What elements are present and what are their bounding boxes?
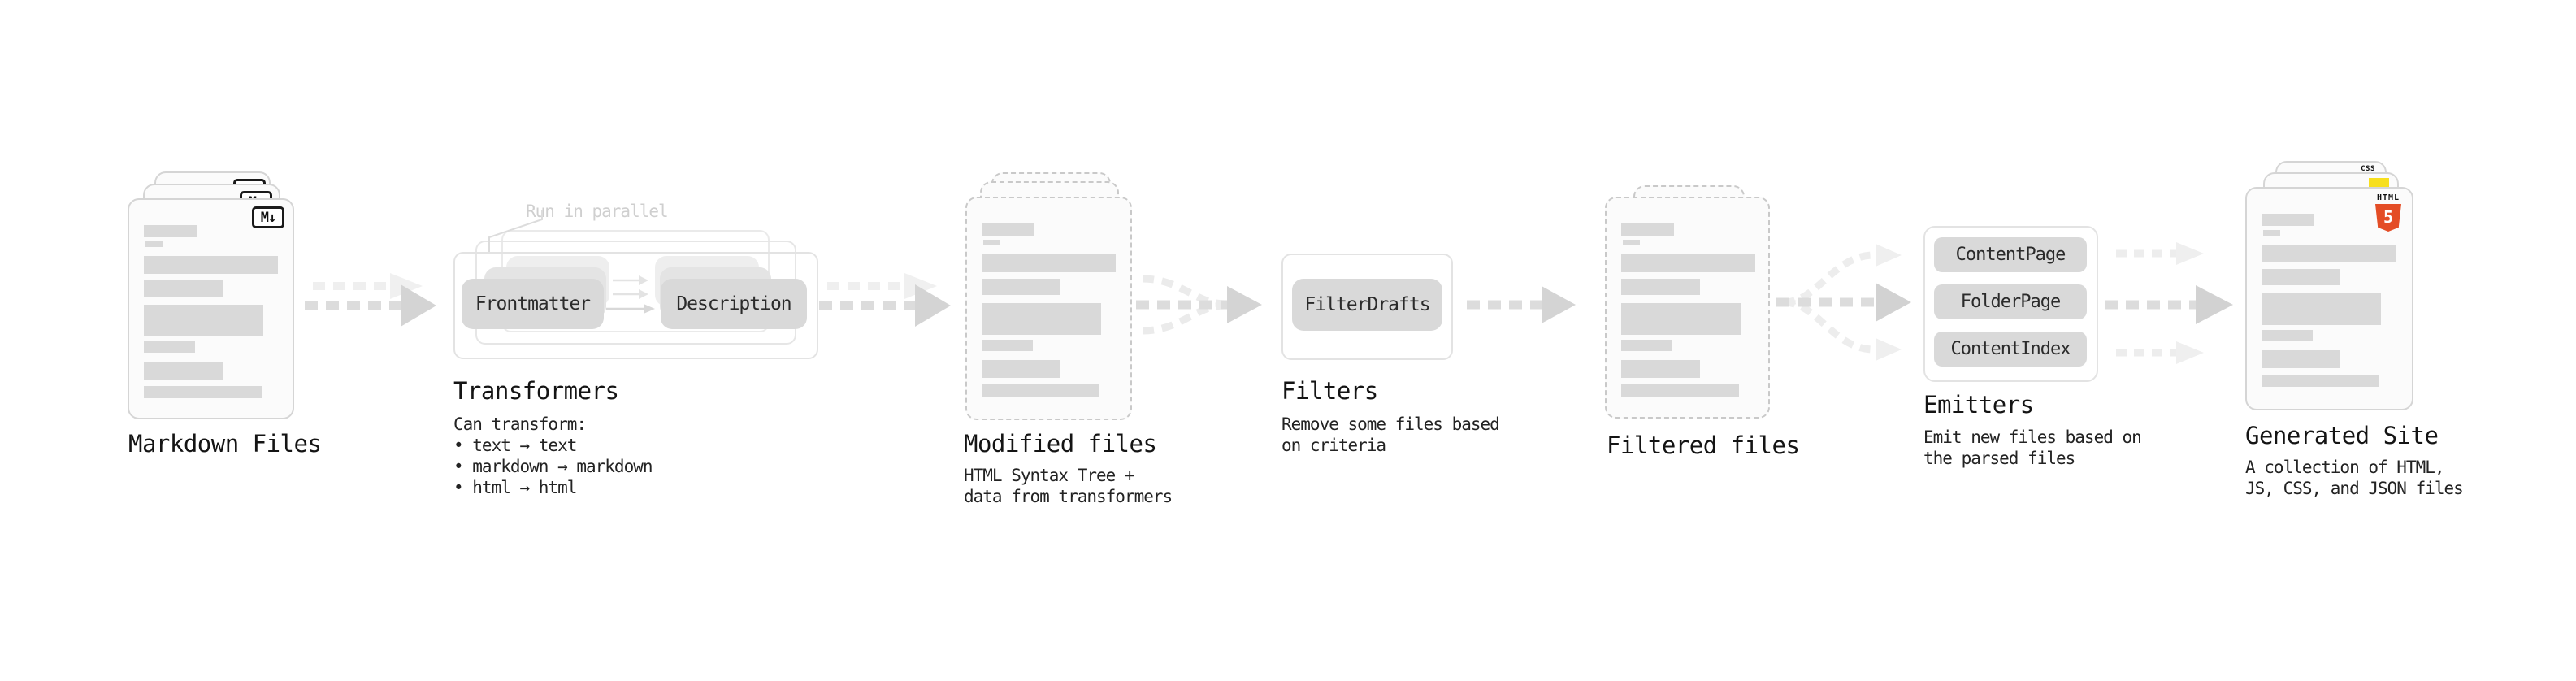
stage-label-emitters: Emitters: [1923, 391, 2034, 419]
markdown-icon: M↓: [252, 206, 284, 228]
transformer-box-front: [453, 252, 818, 359]
description-pill: Description: [661, 279, 807, 329]
emitters-box: [1923, 226, 2098, 382]
document-text-placeholder: [129, 200, 293, 418]
frontmatter-pill: Frontmatter: [462, 279, 604, 329]
folderpage-pill: FolderPage: [1934, 284, 2087, 319]
modified-file-card-front: [965, 197, 1132, 420]
stage-label-filtered-files: Filtered files: [1607, 432, 1800, 459]
stage-label-generated-site: Generated Site: [2245, 422, 2439, 449]
arrow-markdown-to-transformers: [305, 273, 436, 327]
run-in-parallel-annotation: Run in parallel: [526, 202, 669, 221]
arrow-filters-to-filtered: [1467, 286, 1576, 323]
contentindex-pill: ContentIndex: [1934, 332, 2087, 367]
filterdrafts-pill: FilterDrafts: [1292, 279, 1442, 331]
stage-label-markdown-files: Markdown Files: [128, 430, 322, 458]
stage-desc-modified-files: HTML Syntax Tree + data from transformer…: [964, 466, 1173, 506]
html5-icon: HTML 5: [2374, 194, 2402, 232]
stage-desc-transformers: Can transform: • text → text • markdown …: [453, 414, 653, 497]
stage-label-filters: Filters: [1281, 377, 1378, 405]
stage-desc-generated-site: A collection of HTML, JS, CSS, and JSON …: [2245, 458, 2464, 498]
arrow-transformers-to-modified: [819, 273, 951, 327]
arrow-frontmatter-to-description: [606, 275, 655, 314]
document-text-placeholder: [967, 198, 1130, 419]
arrow-modified-to-filters: [1136, 275, 1262, 335]
stage-desc-emitters: Emit new files based on the parsed files: [1923, 427, 2142, 468]
arrow-filtered-to-emitters: [1776, 244, 1911, 361]
filters-box: [1281, 254, 1453, 360]
stage-label-modified-files: Modified files: [964, 430, 1157, 458]
arrow-emitters-to-generated: [2105, 242, 2233, 364]
annotation-callout-line: [488, 210, 543, 252]
generated-file-card-html: HTML 5: [2245, 187, 2413, 410]
contentpage-pill: ContentPage: [1934, 237, 2087, 272]
filtered-file-card-front: [1605, 197, 1770, 419]
document-text-placeholder: [1607, 198, 1768, 417]
markdown-file-card-front: M↓: [128, 198, 294, 419]
stage-desc-filters: Remove some files based on criteria: [1281, 414, 1500, 455]
stage-label-transformers: Transformers: [453, 377, 619, 405]
